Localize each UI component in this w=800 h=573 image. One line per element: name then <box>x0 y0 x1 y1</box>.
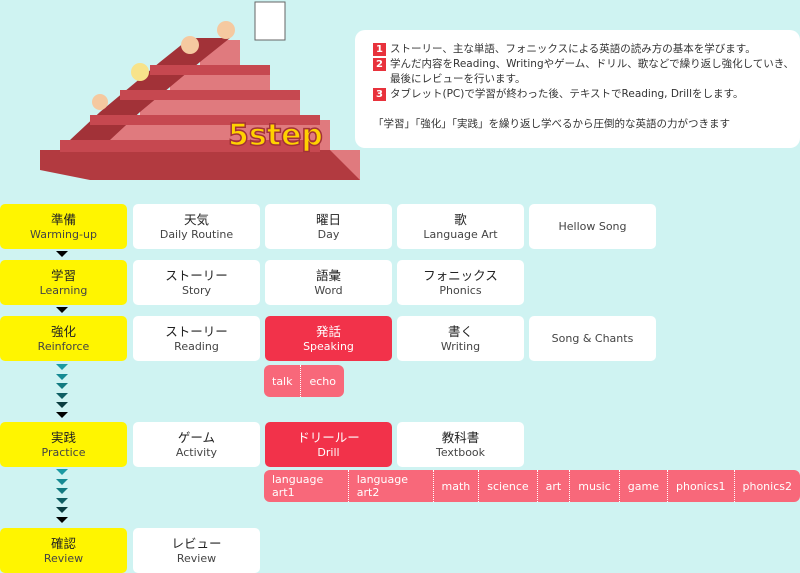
info-item-3: 3 タブレット(PC)で学習が終わった後、テキストでReading, Drillを… <box>373 87 800 102</box>
card-en-label: Reading <box>174 339 219 353</box>
card-jp-label: 語彙 <box>315 267 341 283</box>
card-jp-label: レビュー <box>171 535 222 551</box>
card-jp-label: 確認 <box>50 535 76 551</box>
sub-item-phonics1[interactable]: phonics1 <box>667 470 734 502</box>
card-en-label: Story <box>181 283 212 297</box>
card-en-label: Song & Chants <box>551 332 634 345</box>
card-en-label: Learning <box>39 283 88 297</box>
info-text: ストーリー、主な単語、フォニックスによる英語の読み方の基本を学びます。 <box>390 43 756 55</box>
card-en-label: Speaking <box>303 339 354 353</box>
card-jp-label: 発話 <box>315 323 341 339</box>
card-jp-label: 強化 <box>50 323 76 339</box>
card-jp-label: ストーリー <box>165 323 228 339</box>
card-en-label: Textbook <box>435 445 486 459</box>
info-panel: 1 ストーリー、主な単語、フォニックスによる英語の読み方の基本を学びます。 2 学ん… <box>355 30 800 148</box>
down-arrow-icon <box>56 411 68 418</box>
number-badge: 3 <box>373 88 386 101</box>
info-text: 学んだ内容をReading、Writingやゲーム、ドリル、歌などで繰り返し強化… <box>390 58 795 70</box>
down-arrow-icon <box>56 383 68 389</box>
down-arrow-icon <box>56 307 68 313</box>
card-en-label: Day <box>317 227 340 241</box>
down-arrow-icon <box>56 488 68 494</box>
speaking-sub-menu: talk echo <box>264 365 345 397</box>
sub-item-language-art1[interactable]: language art1 <box>272 473 324 499</box>
down-arrow-icon <box>56 497 68 504</box>
down-arrow-icon <box>56 373 68 380</box>
down-arrow-icon <box>56 402 68 408</box>
info-text-cont: 最後にレビューを行います。 <box>390 73 526 85</box>
card-en-label: Review <box>176 551 217 565</box>
down-arrow-icon <box>56 507 68 513</box>
down-arrow-icon <box>56 469 68 475</box>
sub-item-art[interactable]: art <box>536 470 570 502</box>
card-en-label: Reinforce <box>37 339 90 353</box>
down-arrow-icon <box>56 364 68 370</box>
card-en-label: Phonics <box>439 283 482 297</box>
card-en-label: Daily Routine <box>159 227 234 241</box>
info-summary: 「学習」「強化」「実践」を繰り返し学べるから圧倒的な英語の力がつきます <box>373 118 730 130</box>
info-text: タブレット(PC)で学習が終わった後、テキストでReading, Drillをし… <box>390 88 744 100</box>
sub-item-phonics2[interactable]: phonics2 <box>733 470 800 502</box>
down-arrow-icon <box>56 392 68 399</box>
card-en-label: Word <box>314 283 343 297</box>
five-step-stairs-illustration: 5step <box>40 1 360 180</box>
card-en-label: Drill <box>317 445 340 459</box>
down-arrow-icon <box>56 478 68 485</box>
down-arrow-icon <box>56 516 68 523</box>
card-en-label: Hellow Song <box>558 220 627 233</box>
card-en-label: Warming-up <box>30 227 97 241</box>
card-en-label: Review <box>43 551 84 565</box>
card-en-label: Writing <box>440 339 481 353</box>
sub-item-game[interactable]: game <box>618 470 667 502</box>
card-jp-label: 教科書 <box>441 429 480 445</box>
card-jp-label: 学習 <box>50 267 76 283</box>
number-badge: 1 <box>373 43 386 56</box>
card-jp-label: 実践 <box>50 429 76 445</box>
down-arrow-icon <box>56 251 68 257</box>
card-jp-label: 曜日 <box>315 211 341 227</box>
card-jp-label: ドリールー <box>297 429 360 445</box>
card-jp-label: 準備 <box>50 211 76 227</box>
card-jp-label: 書く <box>447 323 473 339</box>
card-jp-label: フォニックス <box>423 267 498 283</box>
sub-item-language-art2[interactable]: language art2 <box>347 470 433 502</box>
number-badge: 2 <box>373 58 386 71</box>
card-jp-label: 天気 <box>183 211 209 227</box>
info-item-1: 1 ストーリー、主な単語、フォニックスによる英語の読み方の基本を学びます。 <box>373 42 800 57</box>
sub-item-science[interactable]: science <box>478 470 536 502</box>
info-item-2: 2 学んだ内容をReading、Writingやゲーム、ドリル、歌などで繰り返し強… <box>373 57 800 72</box>
sub-item-music[interactable]: music <box>569 470 619 502</box>
activity-card-song-chants[interactable]: Song & Chants <box>529 316 656 361</box>
activity-card-hellow-song[interactable]: Hellow Song <box>529 204 656 249</box>
card-en-label: Practice <box>41 445 86 459</box>
card-jp-label: 歌 <box>454 211 467 227</box>
card-jp-label: ストーリー <box>165 267 228 283</box>
five-step-logo: 5step <box>228 118 323 153</box>
sub-item-echo[interactable]: echo <box>300 365 344 397</box>
card-jp-label: ゲーム <box>177 429 216 445</box>
sub-item-math[interactable]: math <box>432 470 479 502</box>
sub-item-talk[interactable]: talk <box>272 374 293 388</box>
card-en-label: Language Art <box>423 227 498 241</box>
card-en-label: Activity <box>175 445 218 459</box>
